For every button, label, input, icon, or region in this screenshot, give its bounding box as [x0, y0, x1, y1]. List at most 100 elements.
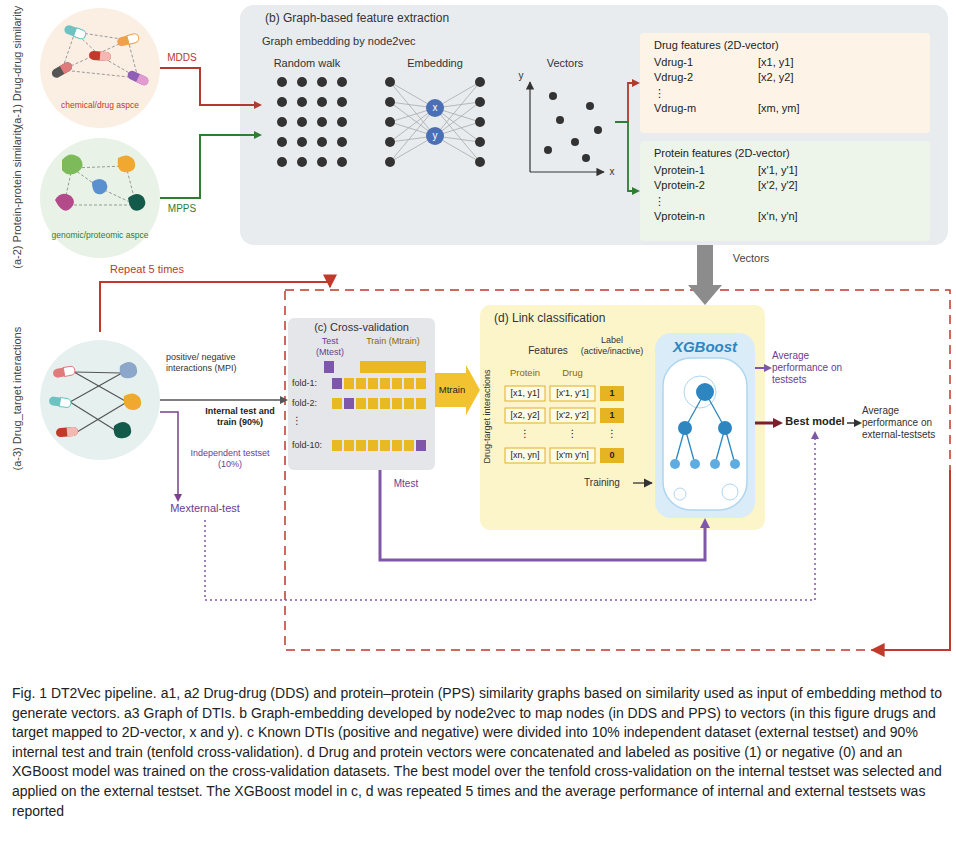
feature-table [505, 386, 652, 483]
node-text: Train (Mtrain) [358, 336, 428, 347]
node-title: Drug features (2D-vector) [654, 39, 916, 52]
result-box: Best model [783, 415, 847, 431]
node-text: 1 [600, 410, 624, 421]
node-text: ⋮ [600, 428, 624, 440]
connector [160, 135, 254, 198]
node-title: (a-1) Drug-drug similarity [11, 0, 24, 142]
protein-network [64, 166, 136, 205]
feature-box: Drug features (2D-vector) Vdrug-1[x1, y1]… [640, 33, 930, 133]
interaction-graph [48, 362, 141, 438]
node-text: Vprotein-2 [654, 179, 758, 192]
node-text: [xn, yn] [505, 450, 545, 461]
node-text: [x'm y'n] [550, 450, 595, 461]
node-text: Drug-target interactions [482, 356, 493, 476]
edge-label: Vectors [726, 252, 776, 265]
node-text: Vdrug-m [654, 102, 758, 115]
node-text: chemical/drug aspce [50, 100, 150, 110]
node-text: 1 [600, 388, 624, 399]
node-text: ⋮ [292, 415, 322, 427]
figure-caption: Fig. 1 DT2Vec pipeline. a1, a2 Drug-drug… [12, 684, 942, 821]
connector [755, 367, 764, 369]
node-text: [x'1, y'1] [758, 164, 916, 177]
node-title: Mexternal-test [170, 502, 240, 515]
node-title: Embedding [407, 57, 463, 70]
feature-box: Protein features (2D-vector)Vprotein-1[x… [640, 141, 930, 241]
model-box: XGBoost [655, 333, 755, 518]
repeat-arrow [100, 282, 330, 332]
connector [205, 439, 815, 600]
similarity-circle: (a-2) Protein-protein similaritygenomic/… [40, 138, 160, 258]
node-title: Vectors [547, 57, 584, 70]
step-box: Random walk [262, 57, 352, 187]
edge-label: Mtest [386, 478, 426, 490]
edge-label: MPPS [165, 203, 199, 215]
node-text: Vdrug-2 [654, 71, 758, 84]
node-text: Vprotein-1 [654, 164, 758, 177]
node-title: Protein features (2D-vector) [654, 147, 916, 160]
fold-legend [324, 361, 426, 373]
note-label: Repeat 5 times [110, 263, 220, 276]
axis-label: y [516, 70, 526, 82]
node-text: fold-1: [292, 378, 332, 389]
node-text: [x'2, y'2] [550, 410, 595, 421]
edge-label: Mtrain [436, 384, 468, 395]
node-title: Average performance on testsets [772, 350, 852, 386]
result-box: Average performance on external-testsets [862, 405, 946, 441]
xgboost-tree [663, 358, 747, 510]
node-text: [x1, y1] [505, 388, 545, 399]
node-text: [x'2, y'2] [758, 179, 916, 192]
node-text: genomic/proteomic aspce [50, 230, 150, 240]
edge-label: MDDS [165, 52, 199, 64]
vector-plot [530, 82, 604, 172]
connector [615, 83, 632, 122]
node-text: fold-2: [292, 398, 332, 409]
node-title: (c) Cross-validation [288, 321, 435, 334]
node-text: [x2, y2] [505, 410, 545, 421]
node-text: [x'1, y'1] [550, 388, 595, 399]
random-walk-grid [277, 77, 347, 167]
node-text: ⋮ [654, 195, 916, 208]
node-title: (a-2) Protein-protein similarity [11, 122, 24, 272]
node-text: Features [506, 345, 590, 357]
node-title: XGBoost [655, 338, 755, 356]
node-title: Random walk [274, 57, 341, 70]
connector [160, 412, 178, 494]
connector [160, 399, 280, 401]
node-text: fold-10: [292, 440, 332, 451]
node-text: [x'n, y'n] [758, 210, 916, 223]
repeat-frame [285, 290, 950, 650]
repeat-arrow [872, 470, 950, 650]
interaction-circle: (a-3) Drug_target interactions [40, 340, 160, 460]
connector [755, 422, 773, 425]
node-text: ⋮ [505, 428, 545, 440]
edge-label: Independent testset (10%) [184, 448, 276, 470]
connector [615, 122, 632, 191]
note-label: positive/ negative interactions (MPI) [166, 352, 274, 374]
node-text: [x2, y2] [758, 71, 916, 84]
protein-shapes [55, 154, 145, 210]
node-text: Label (active/inactive) [575, 335, 649, 357]
step-box: Vectors [515, 57, 615, 187]
fold-bars [332, 378, 426, 451]
feature-panel: Random walk Embedding Vectors Drug features… [240, 5, 948, 245]
node-title: Average performance on external-testsets [862, 405, 946, 441]
similarity-circle: (a-1) Drug-drug similaritychemical/drug … [40, 8, 160, 128]
edge-label: Internal test and train (90%) [196, 406, 284, 428]
node-text: Vdrug-1 [654, 56, 758, 69]
axis-label: x [430, 102, 440, 114]
axis-label: x [607, 166, 617, 178]
node-text: Drug [550, 367, 595, 378]
node-text: 0 [600, 450, 624, 461]
result-box: Average performance on testsets [772, 350, 852, 386]
node-title: (b) Graph-based feature extraction [265, 11, 585, 25]
embedding-network [385, 77, 485, 167]
drug-capsules [50, 24, 150, 87]
drug-network [62, 32, 138, 78]
node-text: [x1, y1] [758, 56, 916, 69]
connector [847, 422, 854, 424]
node-text: [xm, ym] [758, 102, 916, 115]
node-text: ⋮ [654, 87, 916, 100]
connector [380, 470, 705, 560]
cv-panel: (c) Cross-validationTest (Mtest)Train (M… [288, 318, 435, 470]
dataset-label: Mexternal-test [150, 502, 260, 520]
